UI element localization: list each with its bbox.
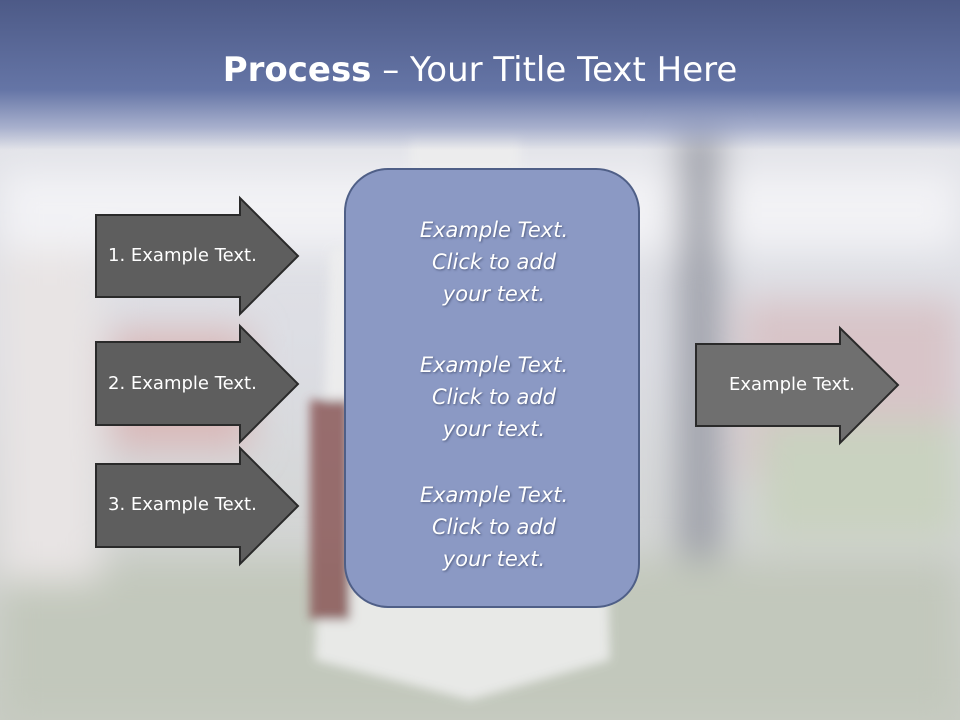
title-rest: – Your Title Text Here xyxy=(371,50,738,90)
center-text-line: Example Text. xyxy=(419,353,569,377)
center-text-line: Example Text. xyxy=(419,483,569,507)
center-text-line: your text. xyxy=(442,547,546,571)
center-text-block-2[interactable]: Example Text. Click to add your text. xyxy=(346,349,642,445)
center-text-block-1[interactable]: Example Text. Click to add your text. xyxy=(346,214,642,310)
title-band xyxy=(0,0,960,150)
right-arrow[interactable] xyxy=(695,325,900,446)
left-arrow-2[interactable] xyxy=(95,323,300,445)
center-text-line: Click to add xyxy=(431,250,556,274)
center-text-box[interactable]: Example Text. Click to add your text. Ex… xyxy=(344,168,640,608)
center-text-line: your text. xyxy=(442,282,546,306)
left-arrow-label-3: 3. Example Text. xyxy=(108,494,257,515)
right-arrow-label: Example Text. xyxy=(729,374,855,395)
left-arrow-label-1: 1. Example Text. xyxy=(108,245,257,266)
center-text-line: Example Text. xyxy=(419,218,569,242)
left-arrow-1[interactable] xyxy=(95,195,300,317)
center-text-line: Click to add xyxy=(431,385,556,409)
left-arrow-3[interactable] xyxy=(95,445,300,567)
center-text-block-3[interactable]: Example Text. Click to add your text. xyxy=(346,479,642,575)
title-bold: Process xyxy=(222,50,372,90)
left-arrow-label-2: 2. Example Text. xyxy=(108,373,257,394)
slide-title[interactable]: Process – Your Title Text Here xyxy=(0,50,960,90)
center-text-line: your text. xyxy=(442,417,546,441)
center-text-line: Click to add xyxy=(431,515,556,539)
